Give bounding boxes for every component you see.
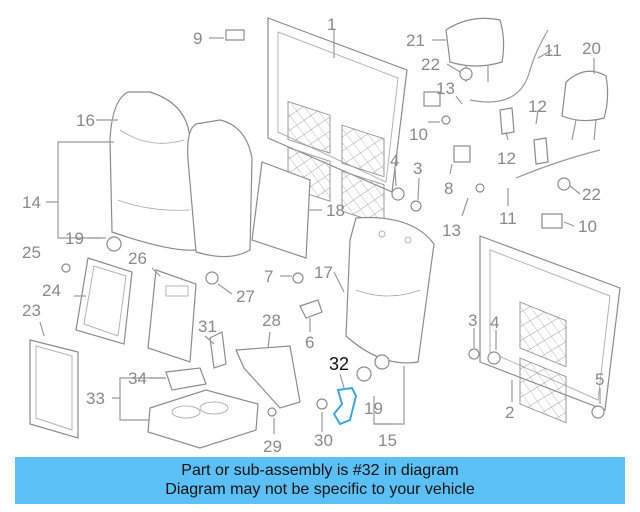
seatback-cover-part [345, 216, 435, 364]
callout-1: 1 [327, 15, 336, 34]
info-banner: Part or sub-assembly is #32 in diagram D… [15, 457, 625, 504]
callout-5: 5 [595, 370, 604, 389]
callout-6: 6 [305, 333, 314, 352]
seatback-frame-part [267, 17, 408, 226]
callout-10b: 10 [578, 217, 597, 236]
armrest-part [147, 389, 259, 449]
clip-9-part [225, 29, 245, 41]
callout-25: 25 [22, 243, 41, 262]
nut-4b-part [487, 351, 501, 365]
callout-32: 32 [329, 354, 349, 374]
callout-2: 2 [505, 403, 514, 422]
callout-15: 15 [378, 431, 397, 450]
button-10b-part [541, 213, 563, 229]
callout-19a: 19 [65, 229, 84, 248]
cup-holder-part [165, 367, 207, 391]
screw-13a-part [441, 115, 451, 125]
callout-18: 18 [326, 201, 345, 220]
latch-12a-part [499, 107, 515, 135]
callout-7: 7 [264, 267, 273, 286]
screw-25-part [61, 263, 71, 273]
screw-29-part [267, 407, 277, 417]
callout-9: 9 [193, 29, 202, 48]
callout-3a: 3 [413, 159, 422, 178]
cable-11a-part [469, 29, 549, 103]
armrest-panel-26-part [147, 269, 197, 363]
callout-8: 8 [444, 179, 453, 198]
callout-labels: 1 2 3 3 4 4 5 6 7 8 9 10 10 11 11 12 12 … [22, 15, 604, 456]
button-10a-part [423, 91, 441, 107]
callout-30: 30 [314, 431, 333, 450]
part-32-highlighted [332, 386, 358, 426]
clip-6-part [299, 299, 323, 319]
callout-28: 28 [262, 311, 281, 330]
banner-line-disclaimer: Diagram may not be specific to your vehi… [165, 481, 475, 498]
banner-line-part-number: Part or sub-assembly is #32 in diagram [181, 462, 459, 479]
callout-12b: 12 [497, 149, 516, 168]
callout-19b: 19 [364, 399, 383, 418]
callout-23: 23 [22, 301, 41, 320]
hinge-part [209, 331, 227, 369]
callout-21: 21 [406, 31, 425, 50]
callout-12a: 12 [528, 97, 547, 116]
callout-11a: 11 [544, 41, 562, 60]
headrest-21-part [445, 17, 505, 67]
leader-lines [39, 30, 601, 434]
callout-10a: 10 [409, 125, 428, 144]
latch-12b-part [533, 137, 549, 165]
bolt-3a-part [410, 200, 422, 212]
bolt-5-part [591, 405, 605, 419]
callout-11b: 11 [499, 209, 517, 228]
lock-8-part [453, 145, 471, 163]
callout-3b: 3 [468, 311, 477, 330]
nut-4a-part [391, 187, 405, 201]
callout-13a: 13 [436, 79, 455, 98]
seat-pad-part [251, 161, 311, 259]
callout-22b: 22 [582, 185, 601, 204]
screw-30-part [316, 398, 328, 410]
callout-34: 34 [128, 369, 147, 388]
callout-26: 26 [128, 249, 147, 268]
callout-24: 24 [42, 281, 61, 300]
callout-14: 14 [22, 193, 41, 212]
parts-diagram: 1 2 3 3 4 4 5 6 7 8 9 10 10 11 11 12 12 … [22, 15, 621, 456]
bolt-3b-part [468, 348, 480, 360]
callout-33: 33 [86, 389, 105, 408]
callout-16: 16 [76, 111, 95, 130]
plug-27-part [205, 271, 219, 285]
callout-4a: 4 [390, 151, 399, 170]
washer-19a-part [106, 236, 122, 252]
callout-29: 29 [263, 437, 282, 456]
callout-13b: 13 [442, 221, 461, 240]
callout-31: 31 [198, 317, 217, 336]
callout-20: 20 [582, 39, 601, 58]
callout-4b: 4 [490, 313, 499, 332]
guide-22a-part [459, 67, 473, 81]
armrest-panel-23-part [29, 339, 79, 439]
callout-17: 17 [314, 263, 333, 282]
seat-cover-part [109, 91, 253, 258]
screw-13b-part [475, 183, 485, 193]
screw-7-part [292, 272, 304, 284]
armrest-panel-24-part [75, 257, 133, 345]
seatback-frame-right-part [479, 235, 621, 424]
callout-27: 27 [236, 287, 255, 306]
washer-19c-part [374, 354, 390, 370]
bracket-part [235, 345, 301, 409]
headrest-20-part [561, 70, 609, 122]
callout-22a: 22 [421, 55, 440, 74]
cable-11b-part [515, 149, 601, 179]
guide-22b-part [557, 177, 571, 191]
washer-19b-part [356, 366, 372, 382]
